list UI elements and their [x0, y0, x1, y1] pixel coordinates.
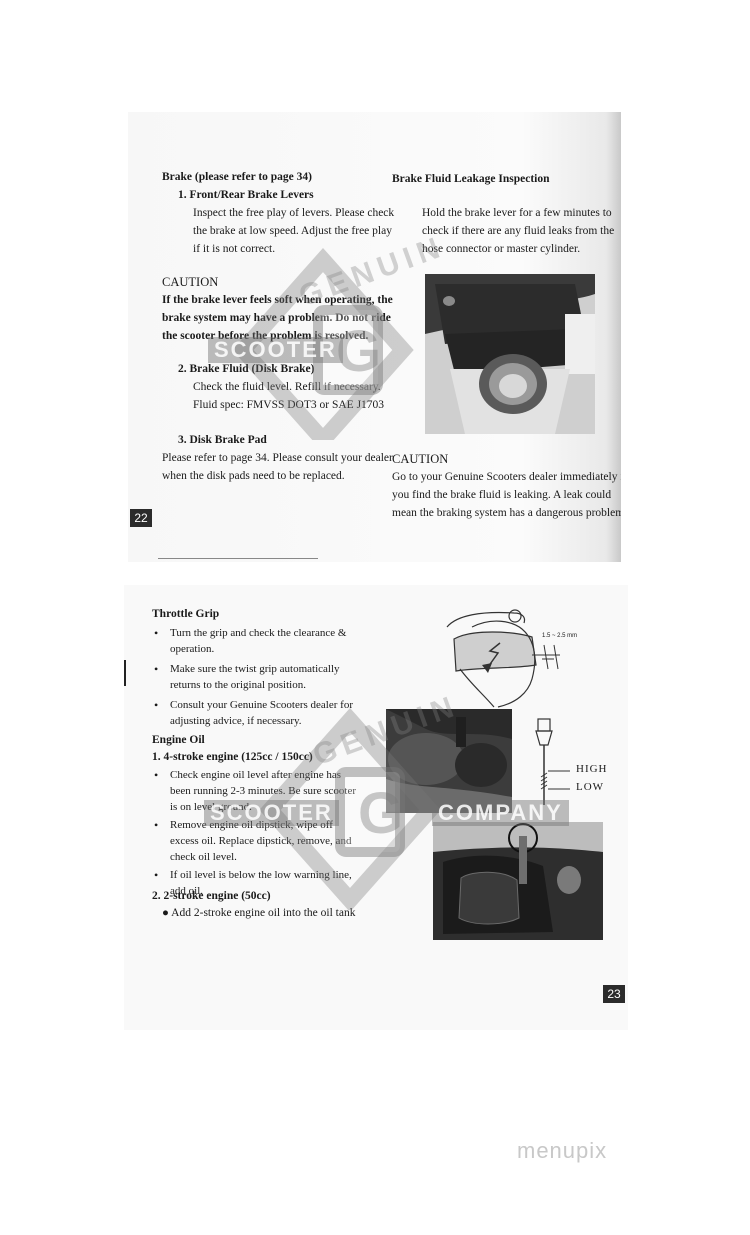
leak-line: hose connector or master cylinder.: [422, 243, 581, 255]
master-cylinder-photo: [425, 274, 595, 434]
oil-bullet-list: Check engine oil level after engine has …: [152, 767, 362, 899]
brake-item-3-title: 3. Disk Brake Pad: [178, 434, 267, 446]
page-number: 22: [130, 509, 152, 527]
oil-bullet: If oil level is below the low warning li…: [152, 867, 362, 899]
caution-line: brake system may have a problem. Do not …: [162, 312, 391, 324]
page-divider: [158, 558, 318, 559]
caution2-line: Go to your Genuine Scooters dealer immed…: [392, 471, 621, 483]
brake-heading: Brake (please refer to page 34): [162, 171, 312, 183]
caution2-line: you find the brake fluid is leaking. A l…: [392, 489, 612, 501]
caution2-line: mean the braking system has a dangerous …: [392, 507, 621, 519]
clearance-label: 1.5 ~ 2.5 mm: [542, 633, 578, 639]
throttle-bullet: Make sure the twist grip automatically r…: [152, 661, 364, 693]
manual-page-22: Brake (please refer to page 34) 1. Front…: [128, 112, 621, 562]
brake-item-1-title: 1. Front/Rear Brake Levers: [178, 189, 314, 201]
page-number: 23: [603, 985, 625, 1003]
throttle-bullet: Consult your Genuine Scooters dealer for…: [152, 697, 364, 729]
brake-item-1-line: if it is not correct.: [193, 243, 276, 255]
throttle-grip-diagram: 1.5 ~ 2.5 mm: [442, 607, 602, 709]
oil-bullet: Check engine oil level after engine has …: [152, 767, 362, 815]
leak-heading: Brake Fluid Leakage Inspection: [392, 173, 550, 185]
oil-bullet: Remove engine oil dipstick, wipe off exc…: [152, 817, 362, 865]
caution-line: the scooter before the problem is resolv…: [162, 330, 369, 342]
manual-page-23: Throttle Grip Turn the grip and check th…: [124, 585, 628, 1030]
leak-line: check if there are any fluid leaks from …: [422, 225, 615, 237]
scan-edge-mark: [124, 660, 126, 686]
dipstick-low-label: LOW: [576, 781, 605, 793]
dipstick-high-label: HIGH: [576, 763, 608, 775]
engine-photo: [386, 709, 512, 813]
caution-heading: CAUTION: [162, 275, 219, 289]
oil-item-1: 1. 4-stroke engine (125cc / 150cc): [152, 751, 313, 763]
dipstick-diagram: HIGH LOW: [530, 715, 614, 809]
brake-item-1-line: the brake at low speed. Adjust the free …: [193, 225, 392, 237]
oil-item-2-line: ● Add 2-stroke engine oil into the oil t…: [162, 907, 356, 919]
brake-item-2-line: Fluid spec: FMVSS DOT3 or SAE J1703: [193, 399, 385, 411]
brake-item-2-line: Check the fluid level. Refill if necessa…: [193, 381, 381, 393]
leak-line: Hold the brake lever for a few minutes t…: [422, 207, 612, 219]
throttle-heading: Throttle Grip: [152, 608, 220, 620]
caution2-heading: CAUTION: [392, 452, 449, 466]
brake-item-3-line: when the disk pads need to be replaced.: [162, 470, 345, 482]
brake-item-1-line: Inspect the free play of levers. Please …: [193, 207, 395, 219]
brake-item-2-title: 2. Brake Fluid (Disk Brake): [178, 363, 315, 375]
menupix-logo: menupix: [517, 1138, 608, 1163]
brake-item-3-line: Please refer to page 34. Please consult …: [162, 452, 393, 464]
oil-item-2: 2. 2-stroke engine (50cc): [152, 890, 271, 902]
oil-heading: Engine Oil: [152, 734, 205, 746]
oil-filler-photo: [433, 822, 603, 940]
caution-line: If the brake lever feels soft when opera…: [162, 294, 393, 306]
throttle-bullet-list: Turn the grip and check the clearance & …: [152, 625, 364, 729]
throttle-bullet: Turn the grip and check the clearance & …: [152, 625, 364, 657]
